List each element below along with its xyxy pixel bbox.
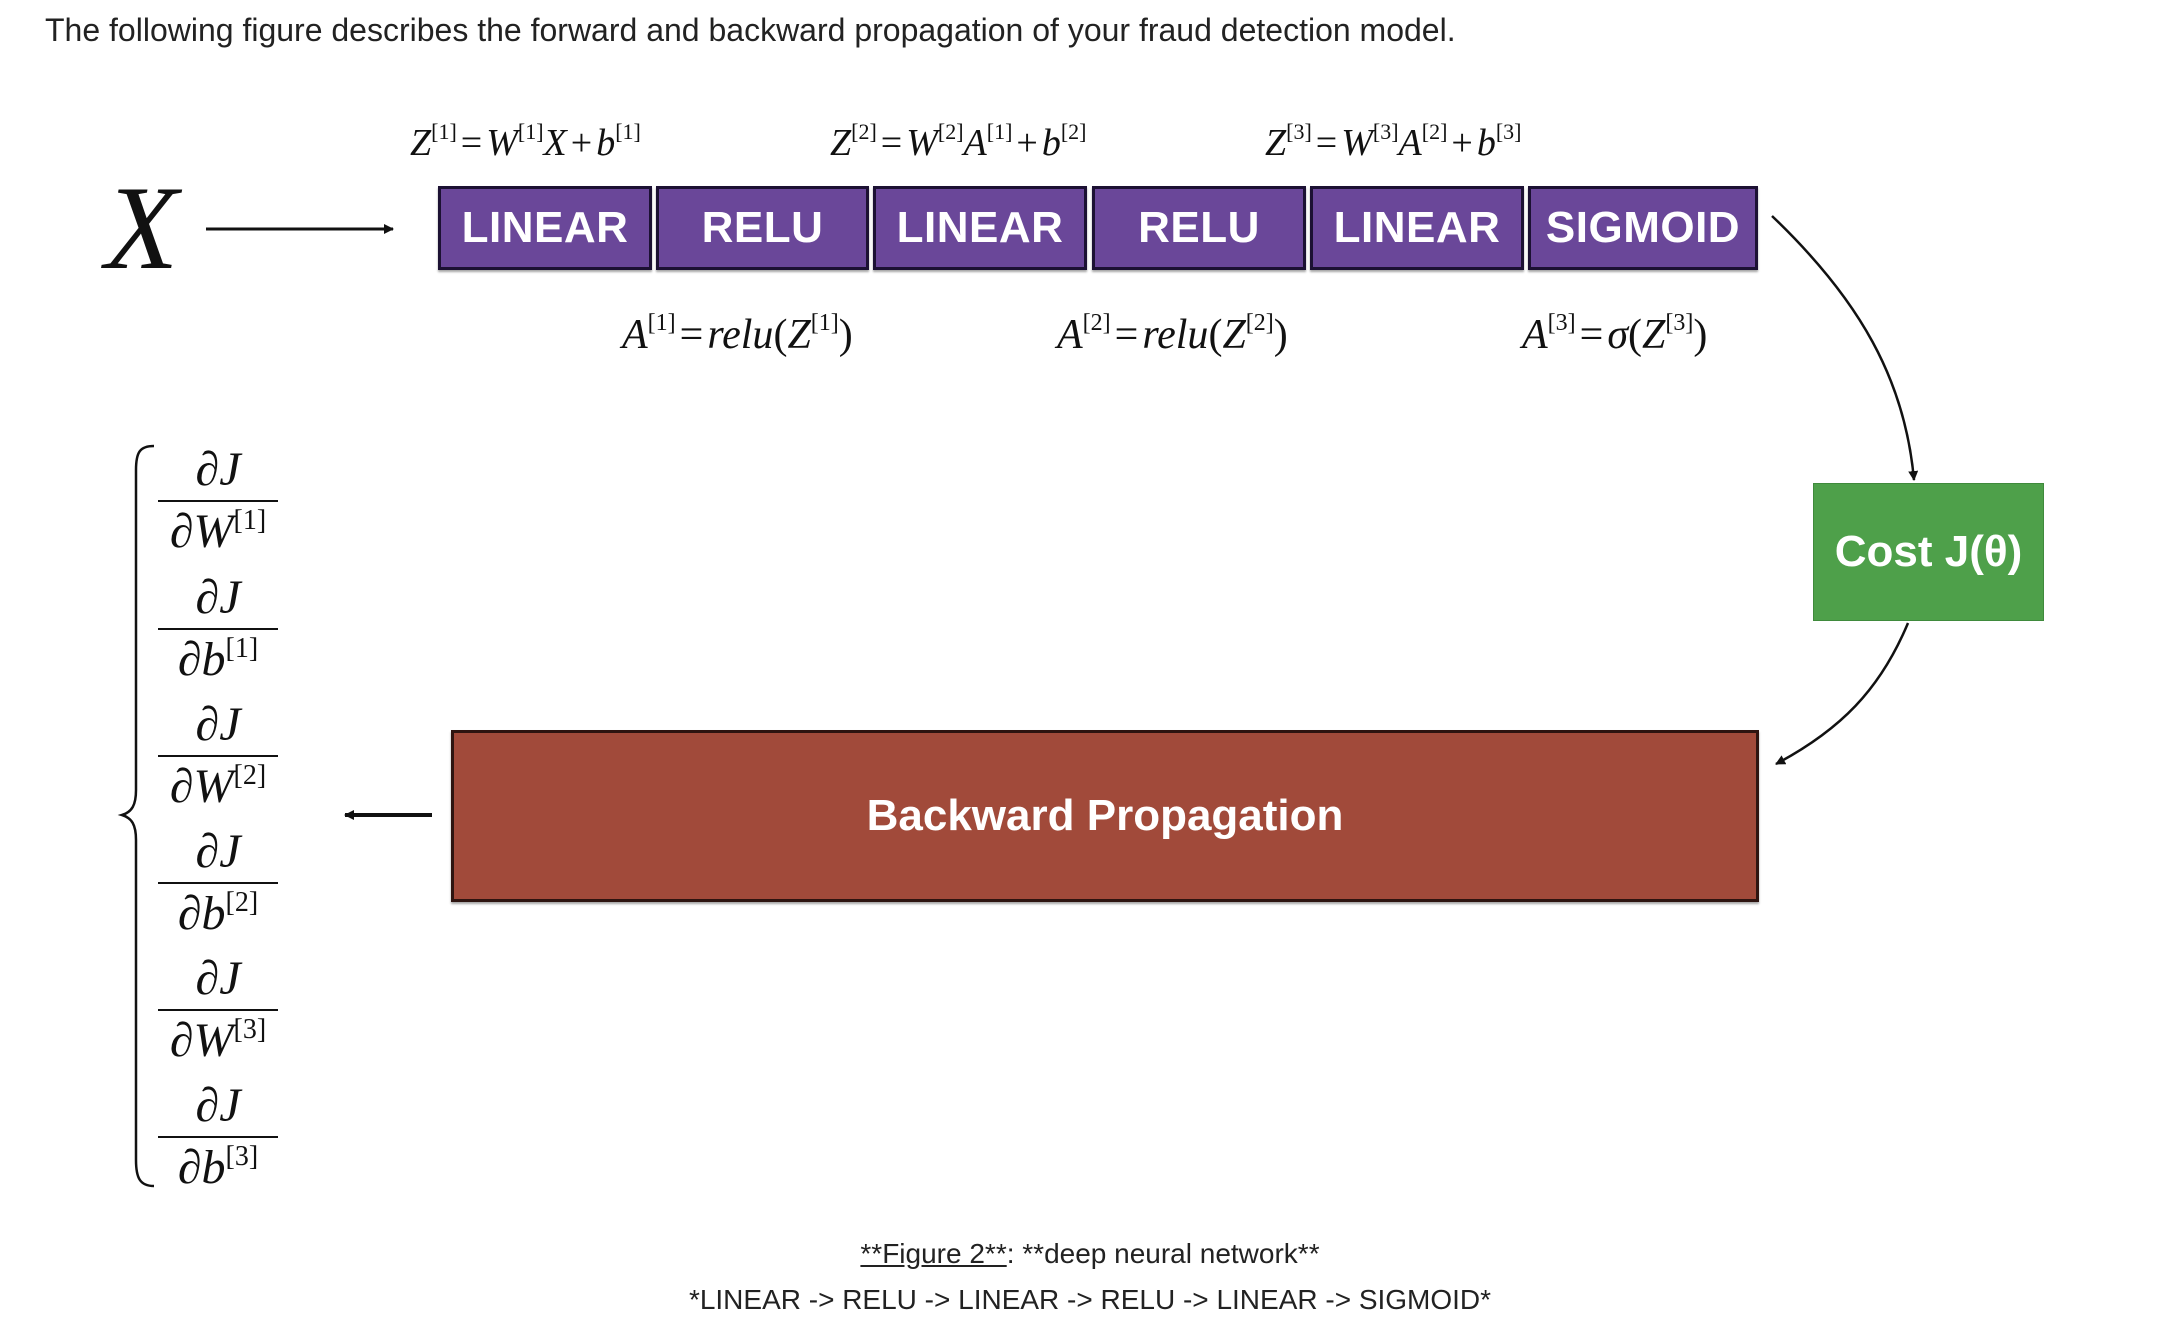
cost-box: Cost J(θ) bbox=[1813, 483, 2044, 621]
figure-caption: **Figure 2**: **deep neural network** bbox=[0, 1238, 2180, 1270]
layer-linear-1: LINEAR bbox=[438, 186, 652, 270]
gradient-db1: ∂J ∂b[1] bbox=[158, 570, 278, 690]
layer-relu-1: RELU bbox=[656, 186, 869, 270]
equation-z2: Z[2]=W[2]A[1]+b[2] bbox=[830, 119, 1087, 164]
forward-to-cost-arrow bbox=[1771, 215, 1919, 481]
caption-separator: : bbox=[1006, 1238, 1023, 1269]
layer-relu-2: RELU bbox=[1092, 186, 1306, 270]
input-x-label: X bbox=[105, 161, 179, 294]
equation-z3: Z[3]=W[3]A[2]+b[3] bbox=[1265, 119, 1522, 164]
layer-linear-3: LINEAR bbox=[1310, 186, 1524, 270]
gradient-db3: ∂J ∂b[3] bbox=[158, 1078, 278, 1198]
equation-z1: Z[1]=W[1]X+b[1] bbox=[410, 119, 641, 164]
intro-text: The following figure describes the forwa… bbox=[45, 12, 1456, 48]
layer-linear-2: LINEAR bbox=[873, 186, 1087, 270]
figure-title: **deep neural network** bbox=[1022, 1238, 1320, 1269]
equation-a2: A[2]=relu(Z[2]) bbox=[1057, 310, 1288, 358]
layer-sigmoid: SIGMOID bbox=[1528, 186, 1758, 270]
equation-a1: A[1]=relu(Z[1]) bbox=[622, 310, 853, 358]
equation-a3: A[3]=σ(Z[3]) bbox=[1522, 310, 1708, 358]
gradient-dw1: ∂J ∂W[1] bbox=[158, 442, 278, 562]
gradient-db2: ∂J ∂b[2] bbox=[158, 824, 278, 944]
gradient-dw2: ∂J ∂W[2] bbox=[158, 697, 278, 817]
cost-to-backward-arrow bbox=[1775, 622, 1910, 766]
gradient-brace bbox=[117, 444, 155, 1188]
figure-label: **Figure 2** bbox=[860, 1238, 1007, 1269]
backward-propagation-box: Backward Propagation bbox=[451, 730, 1759, 902]
gradient-dw3: ∂J ∂W[3] bbox=[158, 951, 278, 1071]
figure-sequence: *LINEAR -> RELU -> LINEAR -> RELU -> LIN… bbox=[688, 1284, 1492, 1315]
